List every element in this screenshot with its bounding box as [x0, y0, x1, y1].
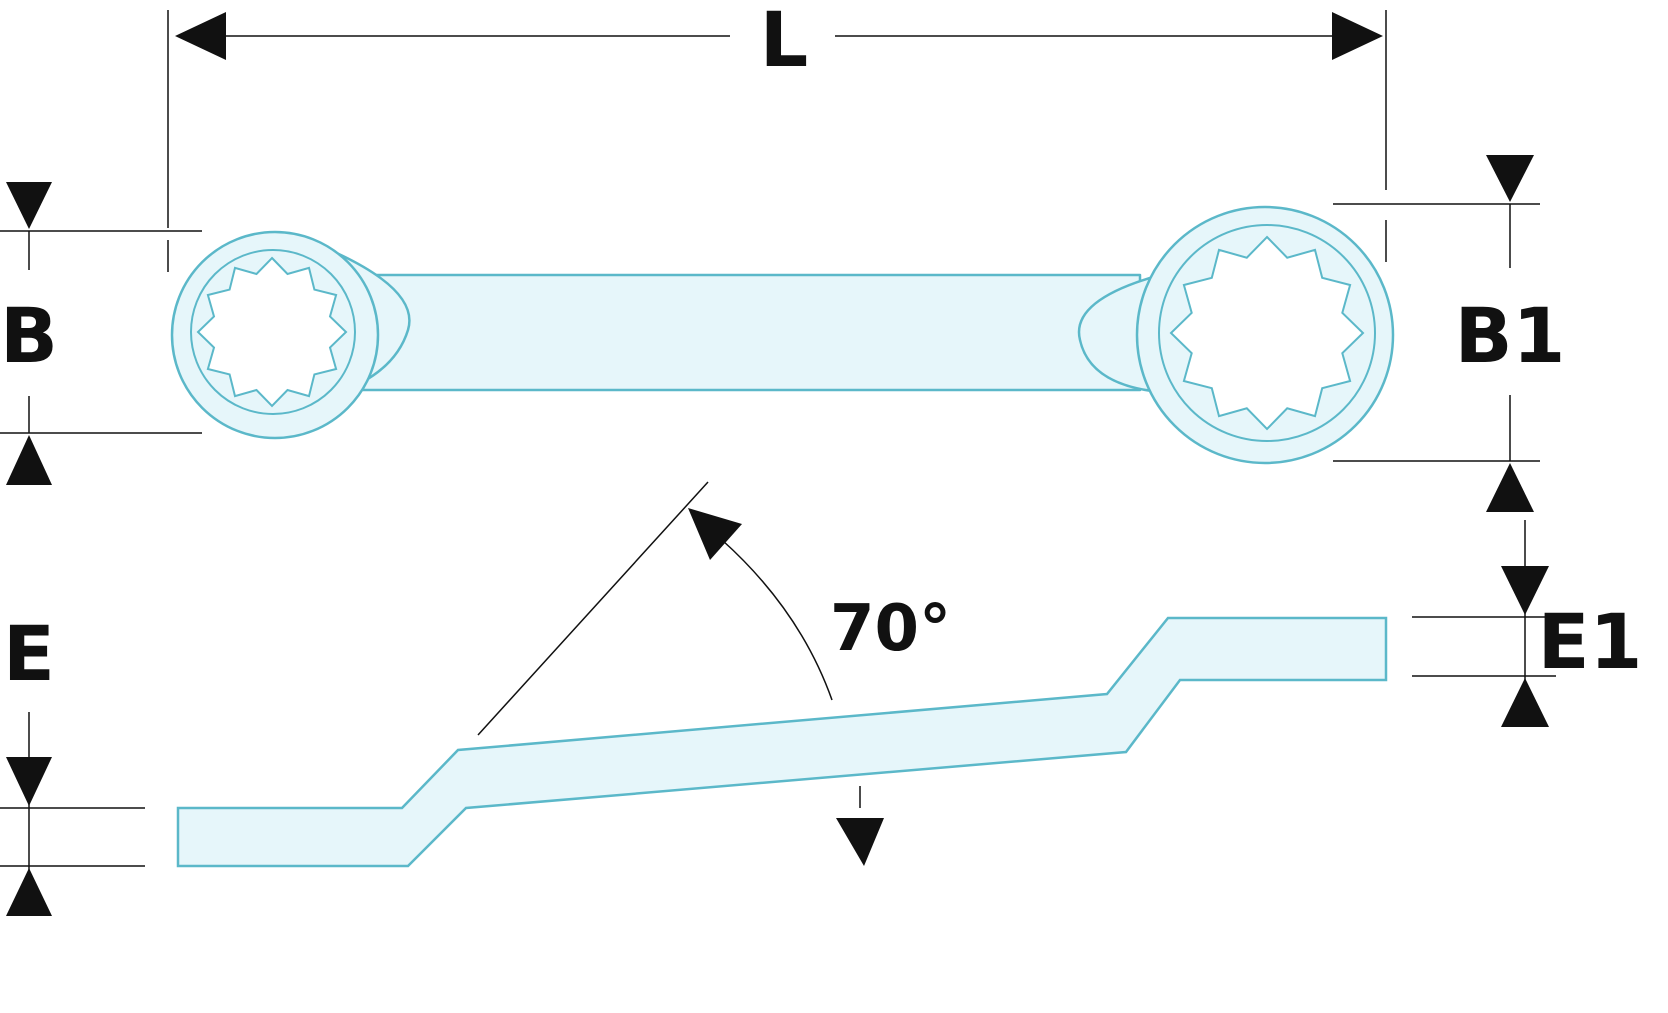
dimension-labels: L B B1 E E1 70°	[0, 0, 1642, 698]
wrench-side-view	[176, 616, 1388, 868]
label-b: B	[0, 291, 58, 380]
b1-arrow-up	[1486, 463, 1534, 512]
offset-arrow-down	[836, 818, 884, 866]
wrench-shaft-top	[348, 273, 1142, 392]
label-l: L	[760, 0, 808, 84]
b-arrow-up	[6, 435, 52, 485]
angle-reference-line	[477, 481, 709, 736]
label-e1: E1	[1538, 597, 1643, 686]
right-12-point-opening	[1169, 235, 1365, 431]
arrowheads	[6, 12, 1549, 916]
e1-arrow-up	[1501, 678, 1549, 727]
left-ring-detail	[190, 249, 356, 415]
e-arrow-up	[6, 868, 52, 916]
l-arrow-left	[175, 12, 226, 60]
b1-arrow-down	[1486, 155, 1534, 202]
l-arrow-right	[1332, 12, 1383, 60]
label-e: E	[3, 609, 55, 698]
right-ring-detail	[1158, 224, 1376, 442]
e1-arrow-down	[1501, 566, 1549, 615]
left-ring-inner-circle	[190, 249, 356, 415]
angle-arrow	[688, 508, 742, 560]
label-b1: B1	[1455, 291, 1566, 380]
right-ring-inner-circle	[1158, 224, 1376, 442]
angle-arc	[721, 539, 833, 701]
e-arrow-down	[6, 757, 52, 806]
b-arrow-down	[6, 182, 52, 229]
dimension-lines	[0, 10, 1556, 870]
left-12-point-opening	[196, 256, 348, 408]
label-angle: 70°	[830, 592, 951, 666]
